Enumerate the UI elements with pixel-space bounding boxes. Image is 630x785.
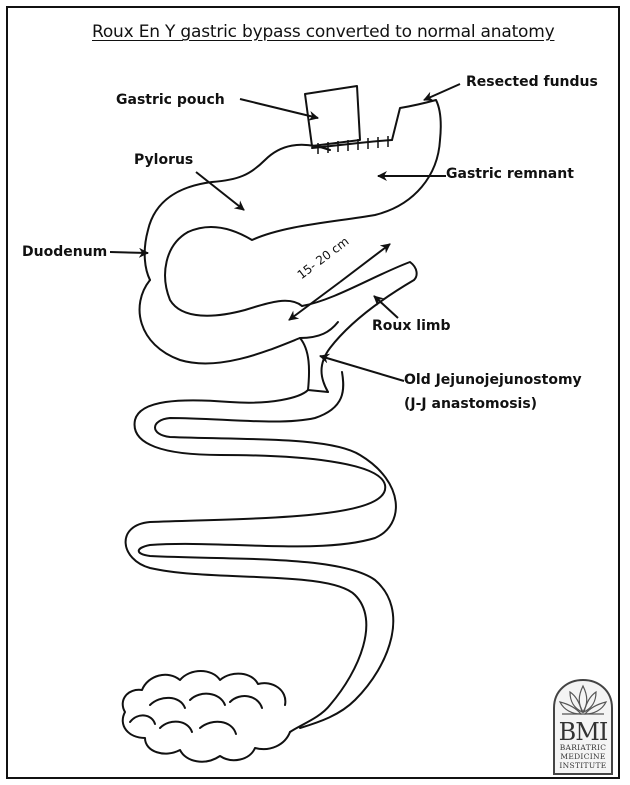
colon-inner-2	[190, 694, 225, 705]
colon-inner-5	[200, 722, 236, 734]
length-arrow-up	[340, 244, 390, 282]
duodenum-arrow	[110, 252, 148, 253]
logo-line2: MEDICINE	[548, 753, 618, 761]
logo-line1: BARIATRIC	[548, 744, 618, 752]
colon-inner-6	[130, 715, 155, 724]
bmi-logo: BMI BARIATRIC MEDICINE INSTITUTE	[548, 678, 618, 776]
staple-ticks	[318, 136, 388, 154]
label-resected-fundus: Resected fundus	[466, 72, 598, 92]
label-old-jj-line2: (J-J anastomosis)	[404, 394, 537, 414]
jj-arrow	[320, 356, 404, 381]
duodenum-inner	[165, 232, 302, 316]
stomach-lower-outline	[188, 100, 441, 240]
roux-limb-inner	[300, 322, 338, 338]
colon-inner-4	[160, 722, 192, 732]
fundus-arrow	[424, 84, 460, 100]
label-old-jj-line1: Old Jejunojejunostomy	[404, 370, 582, 390]
label-pylorus: Pylorus	[134, 150, 193, 170]
diagram-title: Roux En Y gastric bypass converted to no…	[92, 22, 554, 42]
colon-inner-1	[150, 698, 185, 708]
logo-initials: BMI	[548, 718, 618, 746]
label-gastric-remnant: Gastric remnant	[446, 164, 574, 184]
length-arrow-down	[289, 282, 340, 320]
roux-limb-arrow	[374, 296, 398, 318]
logo-line3: INSTITUTE	[548, 762, 618, 770]
label-duodenum: Duodenum	[22, 242, 107, 262]
label-gastric-pouch: Gastric pouch	[116, 90, 225, 110]
label-roux-limb: Roux limb	[372, 316, 450, 336]
colon-inner-3	[230, 696, 262, 708]
common-channel-inner	[139, 372, 396, 728]
